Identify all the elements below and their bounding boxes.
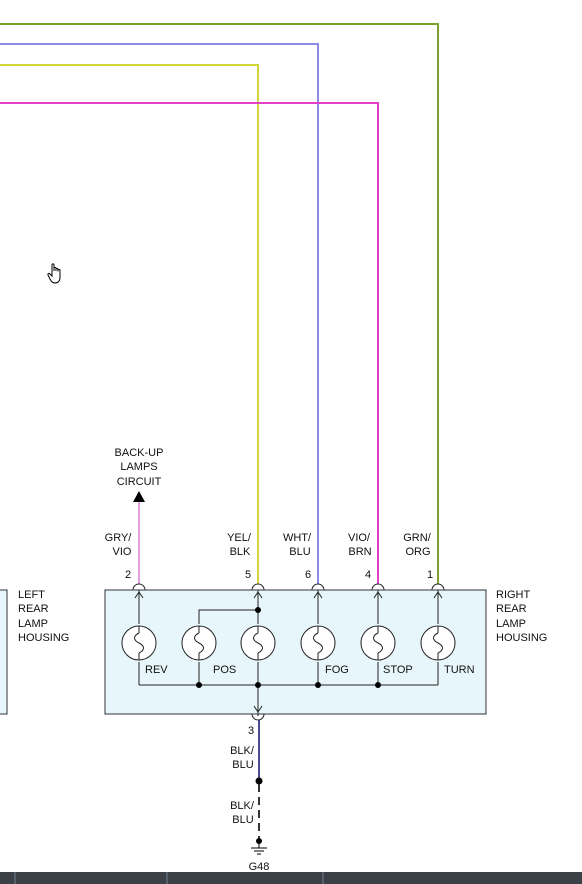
ground-name: G48 [249, 861, 270, 872]
lamp-label-stop: STOP [383, 664, 413, 676]
splice-dots [196, 607, 381, 688]
wire-yel-blk [0, 64, 259, 584]
bulb-fog-icon [300, 625, 336, 661]
wire-vio-brn [0, 102, 379, 584]
pin-6: 6 [305, 569, 311, 581]
ground-wire2-l2: BLU [232, 814, 253, 826]
toolbar-segment[interactable] [0, 872, 16, 884]
wire-grn-org [0, 23, 439, 584]
right-housing-l4: HOUSING [496, 632, 547, 644]
toolbar-segment[interactable] [324, 872, 484, 884]
wire-label-grn: GRN/ [403, 532, 431, 544]
bottom-toolbar [0, 872, 582, 884]
bulb-pos-icon [181, 625, 217, 661]
bulb-rev-icon [121, 625, 157, 661]
right-housing-l2: REAR [496, 603, 527, 615]
left-housing-l1: LEFT [18, 589, 45, 601]
right-housing-box [104, 589, 487, 715]
ground-wire2-l1: BLK/ [230, 800, 255, 812]
ground-icon [251, 838, 267, 855]
pin-4: 4 [365, 569, 371, 581]
callout-line2: LAMPS [120, 461, 157, 473]
lamp-label-pos: POS [213, 664, 236, 676]
callout-line3: CIRCUIT [117, 476, 162, 488]
bulb-stop-icon [360, 625, 396, 661]
ground-wire1-l1: BLK/ [230, 745, 255, 757]
right-housing-l3: LAMP [496, 618, 526, 630]
ground-splice-dot [255, 777, 263, 785]
internal-wiring [138, 590, 439, 716]
wire-label-vio: VIO [113, 546, 132, 558]
wire-wht-blu [0, 43, 319, 584]
left-housing-l3: LAMP [18, 618, 48, 630]
ground-wire1-l2: BLU [232, 759, 253, 771]
internal-arrows [134, 591, 443, 599]
wire-label-brn: BRN [348, 546, 371, 558]
pin-2: 2 [125, 569, 131, 581]
hand-cursor-icon [47, 263, 61, 284]
pin-5: 5 [245, 569, 251, 581]
left-housing-l2: REAR [18, 603, 49, 615]
callout-line1: BACK-UP [115, 447, 164, 459]
connector-caps [132, 583, 445, 591]
toolbar-segment[interactable] [16, 872, 168, 884]
bulb-pos2-icon [240, 625, 276, 661]
left-housing-l4: HOUSING [18, 632, 69, 644]
right-housing-l1: RIGHT [496, 589, 531, 601]
wire-label-org: ORG [405, 546, 430, 558]
backup-arrow-icon [133, 491, 145, 502]
pin-1: 1 [427, 569, 433, 581]
ground-arrow-icon [253, 705, 263, 713]
bulb-turn-icon [420, 625, 456, 661]
lamp-label-fog: FOG [325, 664, 349, 676]
wire-label-vio2: VIO/ [348, 532, 371, 544]
wire-label-yel: YEL/ [227, 532, 252, 544]
wire-label-blu: BLU [289, 546, 310, 558]
pin-3: 3 [248, 725, 254, 737]
lamp-label-turn: TURN [444, 664, 475, 676]
wire-label-wht: WHT/ [283, 532, 312, 544]
left-housing-box [0, 589, 8, 715]
toolbar-segment[interactable] [168, 872, 324, 884]
wire-label-blk: BLK [230, 546, 251, 558]
wire-label-gry: GRY/ [105, 532, 133, 544]
lamp-label-rev: REV [145, 664, 168, 676]
